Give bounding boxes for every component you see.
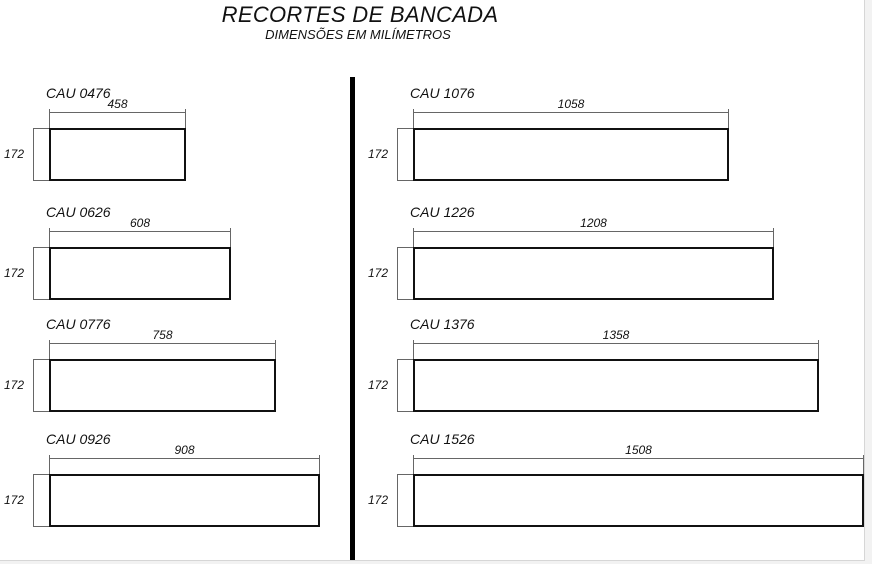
height-dimension-tick: [397, 247, 413, 248]
width-dimension-tick: [413, 455, 414, 474]
cutout-code: CAU 1226: [410, 204, 475, 220]
width-dimension-tick: [49, 109, 50, 128]
width-label: 908: [174, 443, 195, 457]
width-dimension-tick: [818, 340, 819, 359]
drawing-subtitle: DIMENSÕES EM MILÍMETROS: [265, 27, 451, 42]
height-dimension-tick: [33, 359, 49, 360]
width-dimension-line: [413, 112, 729, 113]
height-dimension-line: [33, 474, 34, 527]
width-dimension-tick: [49, 228, 50, 247]
height-dimension-tick: [397, 299, 413, 300]
width-label: 1358: [602, 328, 630, 342]
cutout-code: CAU 1526: [410, 431, 475, 447]
height-dimension-tick: [33, 247, 49, 248]
width-dimension-line: [49, 458, 320, 459]
width-dimension-tick: [185, 109, 186, 128]
cutout-rectangle: [413, 247, 774, 300]
height-dimension-line: [397, 247, 398, 300]
height-dimension-tick: [397, 526, 413, 527]
width-dimension-tick: [230, 228, 231, 247]
height-label: 172: [368, 377, 389, 392]
cutout-code: CAU 0776: [46, 316, 111, 332]
height-label: 172: [368, 265, 389, 280]
height-dimension-tick: [33, 526, 49, 527]
width-dimension-tick: [413, 109, 414, 128]
height-dimension-line: [33, 128, 34, 181]
height-label: 172: [368, 146, 389, 161]
width-dimension-tick: [275, 340, 276, 359]
cutout-code: CAU 0476: [46, 85, 111, 101]
width-dimension-tick: [49, 455, 50, 474]
column-divider: [350, 77, 355, 560]
cutout-code: CAU 1076: [410, 85, 475, 101]
drawing-title: RECORTES DE BANCADA: [221, 2, 499, 27]
width-label: 608: [129, 216, 151, 230]
width-dimension-line: [413, 343, 819, 344]
height-label: 172: [4, 492, 25, 507]
height-dimension-tick: [33, 474, 49, 475]
width-dimension-line: [413, 231, 774, 232]
width-label: 458: [107, 97, 128, 111]
width-dimension-tick: [728, 109, 729, 128]
cutout-rectangle: [49, 474, 320, 527]
width-label: 1508: [625, 443, 652, 457]
width-dimension-tick: [319, 455, 320, 474]
width-dimension-tick: [413, 228, 414, 247]
height-label: 172: [4, 265, 25, 280]
height-dimension-tick: [397, 180, 413, 181]
width-dimension-tick: [773, 228, 774, 247]
height-dimension-tick: [397, 128, 413, 129]
height-dimension-line: [33, 359, 34, 412]
cutout-rectangle: [413, 474, 864, 527]
width-label: 1208: [580, 216, 607, 230]
width-label: 1058: [557, 97, 585, 111]
height-dimension-tick: [33, 128, 49, 129]
height-dimension-tick: [33, 411, 49, 412]
width-dimension-tick: [413, 340, 414, 359]
height-dimension-line: [397, 128, 398, 181]
height-dimension-line: [397, 359, 398, 412]
cutout-rectangle: [49, 359, 276, 412]
height-label: 172: [4, 146, 25, 161]
width-dimension-line: [49, 112, 186, 113]
height-dimension-tick: [397, 474, 413, 475]
width-dimension-tick: [49, 340, 50, 359]
width-dimension-line: [49, 231, 231, 232]
cutout-code: CAU 1376: [410, 316, 475, 332]
width-dimension-line: [49, 343, 276, 344]
cutout-rectangle: [413, 128, 729, 181]
cutout-rectangle: [49, 247, 231, 300]
height-dimension-line: [397, 474, 398, 527]
height-dimension-tick: [33, 299, 49, 300]
height-dimension-tick: [397, 359, 413, 360]
height-label: 172: [4, 377, 25, 392]
height-dimension-tick: [33, 180, 49, 181]
cutout-rectangle: [49, 128, 186, 181]
height-dimension-tick: [397, 411, 413, 412]
height-label: 172: [368, 492, 389, 507]
cutout-rectangle: [413, 359, 819, 412]
width-label: 758: [152, 328, 173, 342]
cutout-code: CAU 0626: [46, 204, 111, 220]
cutout-code: CAU 0926: [46, 431, 111, 447]
width-dimension-line: [413, 458, 864, 459]
width-dimension-tick: [863, 455, 864, 474]
height-dimension-line: [33, 247, 34, 300]
